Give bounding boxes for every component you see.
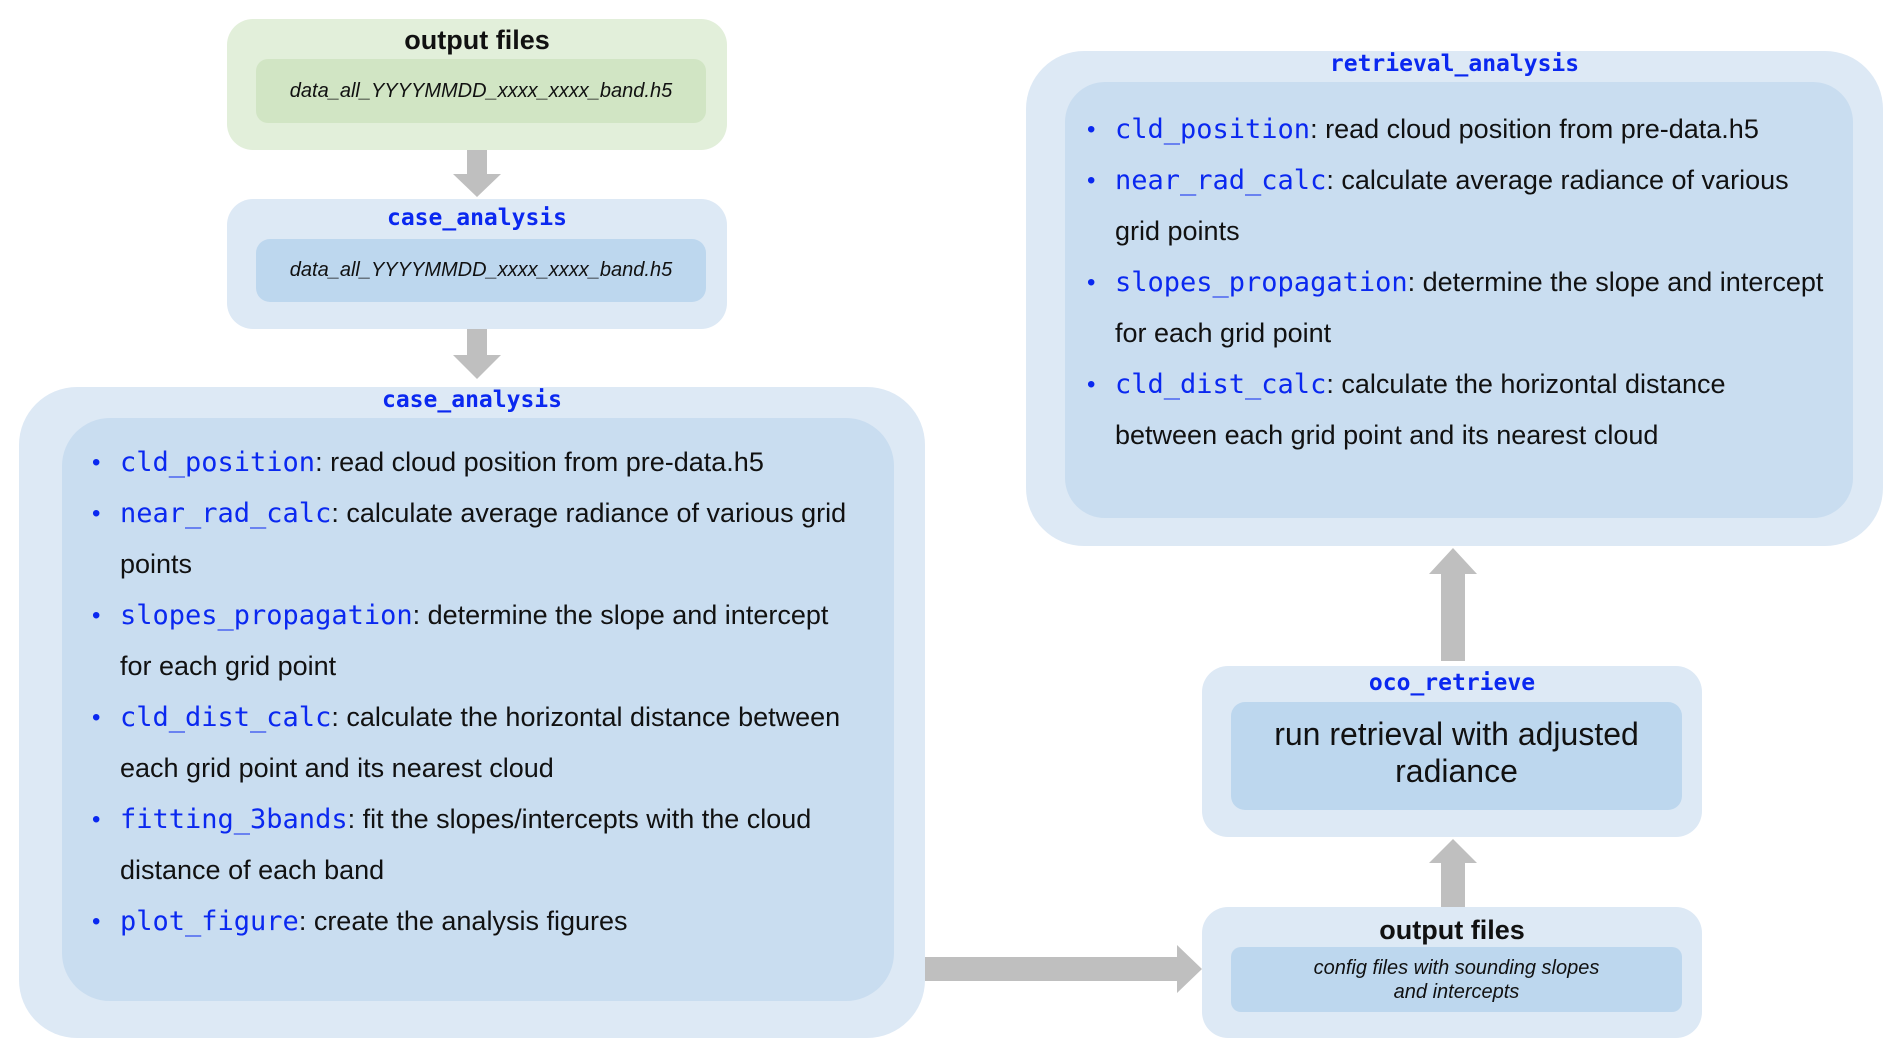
function-desc: : create the analysis figures (298, 906, 628, 936)
file-name: data_all_YYYYMMDD_xxxx_xxxx_band.h5 (256, 59, 706, 123)
step-list: cld_position: read cloud position from p… (1085, 104, 1825, 461)
function-name: slopes_propagation (120, 600, 413, 631)
file-name: data_all_YYYYMMDD_xxxx_xxxx_band.h5 (256, 239, 706, 302)
output-files-node-bottom: output files config files with sounding … (1202, 907, 1702, 1038)
function-name: fitting_3bands (120, 804, 348, 835)
function-desc: : read cloud position from pre-data.h5 (315, 447, 764, 477)
case-analysis-node-small: case_analysis data_all_YYYYMMDD_xxxx_xxx… (227, 199, 727, 329)
function-name: cld_dist_calc (120, 702, 332, 733)
node-title: case_analysis (381, 387, 562, 413)
list-item: slopes_propagation: determine the slope … (90, 590, 850, 692)
case-analysis-node-main: case_analysis cld_position: read cloud p… (19, 387, 925, 1038)
arrow-down-icon (452, 329, 502, 380)
node-title: oco_retrieve (1368, 670, 1536, 696)
function-name: plot_figure (120, 906, 299, 937)
file-description: config files with sounding slopes and in… (1231, 947, 1682, 1012)
arrow-right-icon (925, 944, 1203, 994)
step-list-panel: cld_position: read cloud position from p… (1065, 82, 1853, 518)
node-title: retrieval_analysis (1329, 51, 1580, 77)
process-description-panel: run retrieval with adjusted radiance (1231, 702, 1682, 810)
function-desc: : read cloud position from pre-data.h5 (1310, 114, 1759, 144)
list-item: near_rad_calc: calculate average radianc… (90, 488, 850, 590)
function-desc: : determine the slope and intercept for … (1115, 267, 1824, 348)
arrow-down-icon (452, 150, 502, 198)
node-title: case_analysis (386, 205, 567, 231)
oco-retrieve-node: oco_retrieve run retrieval with adjusted… (1202, 666, 1702, 837)
list-item: cld_dist_calc: calculate the horizontal … (90, 692, 850, 794)
function-name: slopes_propagation (1115, 267, 1408, 298)
step-list: cld_position: read cloud position from p… (90, 437, 850, 947)
list-item: fitting_3bands: fit the slopes/intercept… (90, 794, 850, 896)
arrow-up-icon (1428, 548, 1478, 662)
output-files-node-top: output files data_all_YYYYMMDD_xxxx_xxxx… (227, 19, 727, 150)
arrow-up-icon (1428, 839, 1478, 911)
list-item: cld_position: read cloud position from p… (1085, 104, 1825, 155)
function-name: cld_position (120, 447, 316, 478)
function-name: near_rad_calc (120, 498, 332, 529)
function-name: cld_dist_calc (1115, 369, 1327, 400)
function-desc: : fit the slopes/intercepts with the clo… (120, 804, 812, 885)
function-desc: : calculate average radiance of various … (1115, 165, 1789, 246)
list-item: cld_position: read cloud position from p… (90, 437, 850, 488)
node-title: output files (404, 25, 550, 55)
retrieval-analysis-node: retrieval_analysis cld_position: read cl… (1026, 51, 1883, 546)
list-item: cld_dist_calc: calculate the horizontal … (1085, 359, 1825, 461)
list-item: near_rad_calc: calculate average radianc… (1085, 155, 1825, 257)
function-desc: : calculate the horizontal distance betw… (1115, 369, 1726, 450)
node-title: output files (1379, 915, 1525, 945)
function-desc: : calculate the horizontal distance betw… (120, 702, 841, 783)
list-item: plot_figure: create the analysis figures (90, 896, 850, 947)
step-list-panel: cld_position: read cloud position from p… (62, 418, 894, 1001)
function-name: near_rad_calc (1115, 165, 1327, 196)
function-desc: : determine the slope and intercept for … (120, 600, 829, 681)
function-desc: : calculate average radiance of various … (120, 498, 847, 579)
function-name: cld_position (1115, 114, 1311, 145)
process-description: run retrieval with adjusted radiance (1274, 716, 1639, 789)
list-item: slopes_propagation: determine the slope … (1085, 257, 1825, 359)
